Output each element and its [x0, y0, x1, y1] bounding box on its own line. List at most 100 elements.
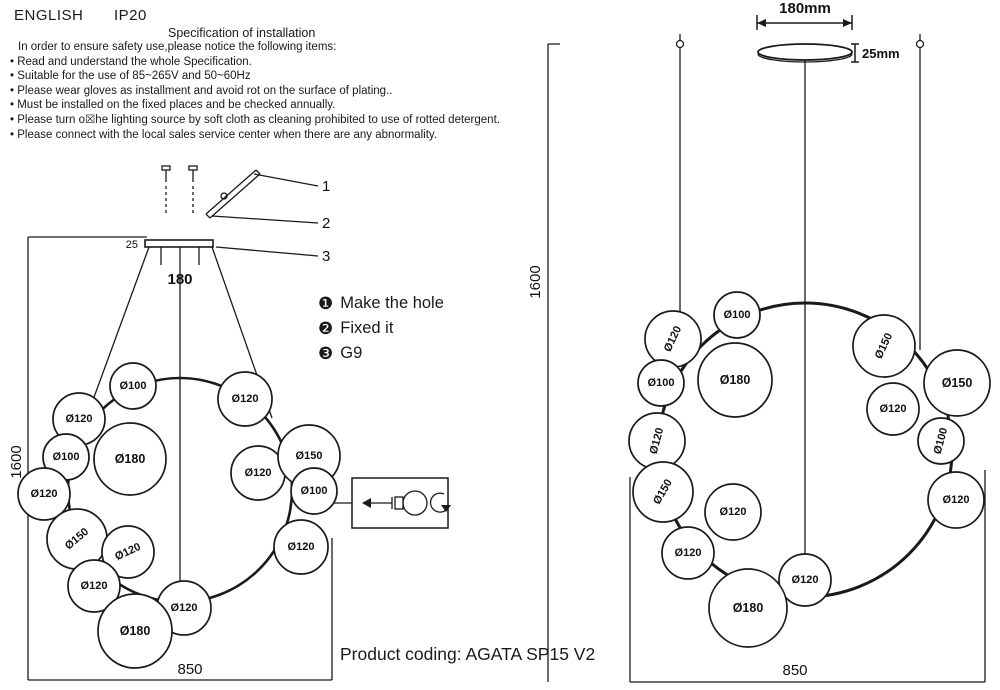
lampshade-circle: [866, 382, 920, 436]
lampshade-circle: [290, 467, 338, 515]
lampshade-circle: [101, 525, 155, 579]
legend-item-g9: ❸ G9: [318, 341, 444, 366]
width-dim-line: [28, 538, 333, 681]
lampshade-diameter-label: Ø150: [296, 450, 323, 462]
ip-rating: IP20: [114, 7, 147, 24]
rotate-icon: [429, 492, 447, 513]
leader-2: [211, 215, 319, 224]
lampshade-diameter-label: Ø120: [720, 506, 747, 518]
lampshade-circle: [67, 559, 121, 613]
canopy-dim: [756, 15, 853, 30]
legend-item-make-hole: ❶ Make the hole: [318, 291, 444, 316]
height-dim-line: [27, 236, 147, 680]
lampshade-circle: [97, 593, 173, 669]
lampshade-diameter-label: Ø120: [66, 413, 93, 425]
screws: [161, 165, 198, 213]
lampshade-circle: [217, 371, 273, 427]
insert-arrow-icon: [362, 498, 371, 508]
hole-diameter-label: 180: [167, 271, 192, 288]
lampshade-diameter-label: Ø180: [115, 452, 146, 466]
g9-detail-box: [351, 477, 451, 529]
callout-1: 1: [322, 178, 330, 195]
lampshade-diameter-label: Ø120: [288, 541, 315, 553]
lampshade-circle: [704, 483, 762, 541]
leader-1: [253, 173, 319, 187]
lampshade-circle: [917, 417, 965, 465]
spec-item: • Please wear gloves as installment and …: [10, 84, 393, 97]
lampshade-diameter-label: Ø180: [733, 601, 764, 615]
lampshade-circle: [109, 362, 157, 410]
mounting-arm: [205, 169, 261, 219]
callout-2: 2: [322, 215, 330, 232]
canopy-thickness-marks: [851, 43, 859, 63]
lampshade-diameter-label: Ø180: [720, 373, 751, 387]
legend-label: Make the hole: [340, 294, 444, 312]
spec-title: Specification of installation: [168, 26, 316, 40]
lampshade-diameter-label: Ø100: [53, 451, 80, 463]
left-diagram: [27, 165, 451, 681]
spec-list: In order to ensure safety use,please not…: [10, 40, 555, 142]
width-dim-line: [629, 470, 986, 683]
canopy-thickness-label: 25mm: [862, 46, 900, 61]
lampshade-circle: [713, 291, 761, 339]
lampshade-circle: [923, 349, 991, 417]
ceiling-plate: [144, 239, 214, 248]
leader-3: [215, 246, 319, 257]
plate-thickness-label: 25: [126, 239, 138, 251]
canopy-width-label: 180mm: [779, 0, 831, 17]
lampshade-diameter-label: Ø120: [880, 403, 907, 415]
right-height-label: 1600: [527, 265, 544, 298]
lampshade-diameter-label: Ø120: [171, 602, 198, 614]
header-language: ENGLISH: [14, 7, 84, 24]
lampshade-circle: [17, 467, 71, 521]
lampshade-circle: [927, 471, 985, 529]
lampshade-diameter-label: Ø100: [648, 377, 675, 389]
lampshade-diameter-label: Ø120: [675, 547, 702, 559]
lampshade-circle: [852, 314, 916, 378]
lampshade-diameter-label: Ø120: [31, 488, 58, 500]
lampshade-diameter-label: Ø120: [232, 393, 259, 405]
spec-item: • Must be installed on the fixed places …: [10, 99, 336, 112]
lampshade-diameter-label: Ø150: [942, 376, 973, 390]
canopy-plate: [757, 43, 853, 63]
lampshade-circle: [661, 526, 715, 580]
g9-bulb-icon: [402, 490, 428, 516]
product-coding: Product coding: AGATA SP15 V2: [340, 644, 596, 664]
circled-2-icon: ❷: [318, 318, 334, 338]
lampshade-circle: [778, 553, 832, 607]
lampshade-diameter-label: Ø120: [943, 494, 970, 506]
lampshade-diameter-label: Ø100: [120, 380, 147, 392]
suspension-wires: [675, 34, 925, 580]
spec-item: • Read and understand the whole Specific…: [10, 55, 252, 68]
right-width-label: 850: [782, 662, 807, 679]
lampshade-diameter-label: Ø180: [120, 624, 151, 638]
legend-label: Fixed it: [340, 319, 394, 337]
lampshade-circle: [708, 568, 788, 648]
lampshade-diameter-label: Ø100: [301, 485, 328, 497]
legend-label: G9: [340, 344, 363, 362]
left-height-label: 1600: [8, 445, 25, 478]
circled-1-icon: ❶: [318, 293, 334, 313]
legend-item-fixed-it: ❷ Fixed it: [318, 316, 444, 341]
lampshade-circle: [93, 422, 167, 496]
spec-item: • Suitable for the use of 85~265V and 50…: [10, 70, 251, 83]
spec-item: • Please connect with the local sales se…: [10, 128, 437, 141]
left-width-label: 850: [177, 661, 202, 678]
lampshade-circle: [697, 342, 773, 418]
spec-item: In order to ensure safety use,please not…: [18, 41, 337, 53]
lampshade-diameter-label: Ø100: [724, 309, 751, 321]
circled-3-icon: ❸: [318, 343, 334, 363]
lampshade-diameter-label: Ø120: [245, 467, 272, 479]
hole-marks: [160, 247, 200, 265]
right-diagram: [547, 15, 986, 683]
lampshade-circle: [632, 461, 694, 523]
callout-3: 3: [322, 248, 330, 265]
legend: ❶ Make the hole ❷ Fixed it ❸ G9: [318, 291, 444, 366]
lampshade-diameter-label: Ø120: [81, 580, 108, 592]
spec-item: • Please turn o☒he lighting source by so…: [10, 113, 500, 126]
lampshade-circle: [273, 519, 329, 575]
